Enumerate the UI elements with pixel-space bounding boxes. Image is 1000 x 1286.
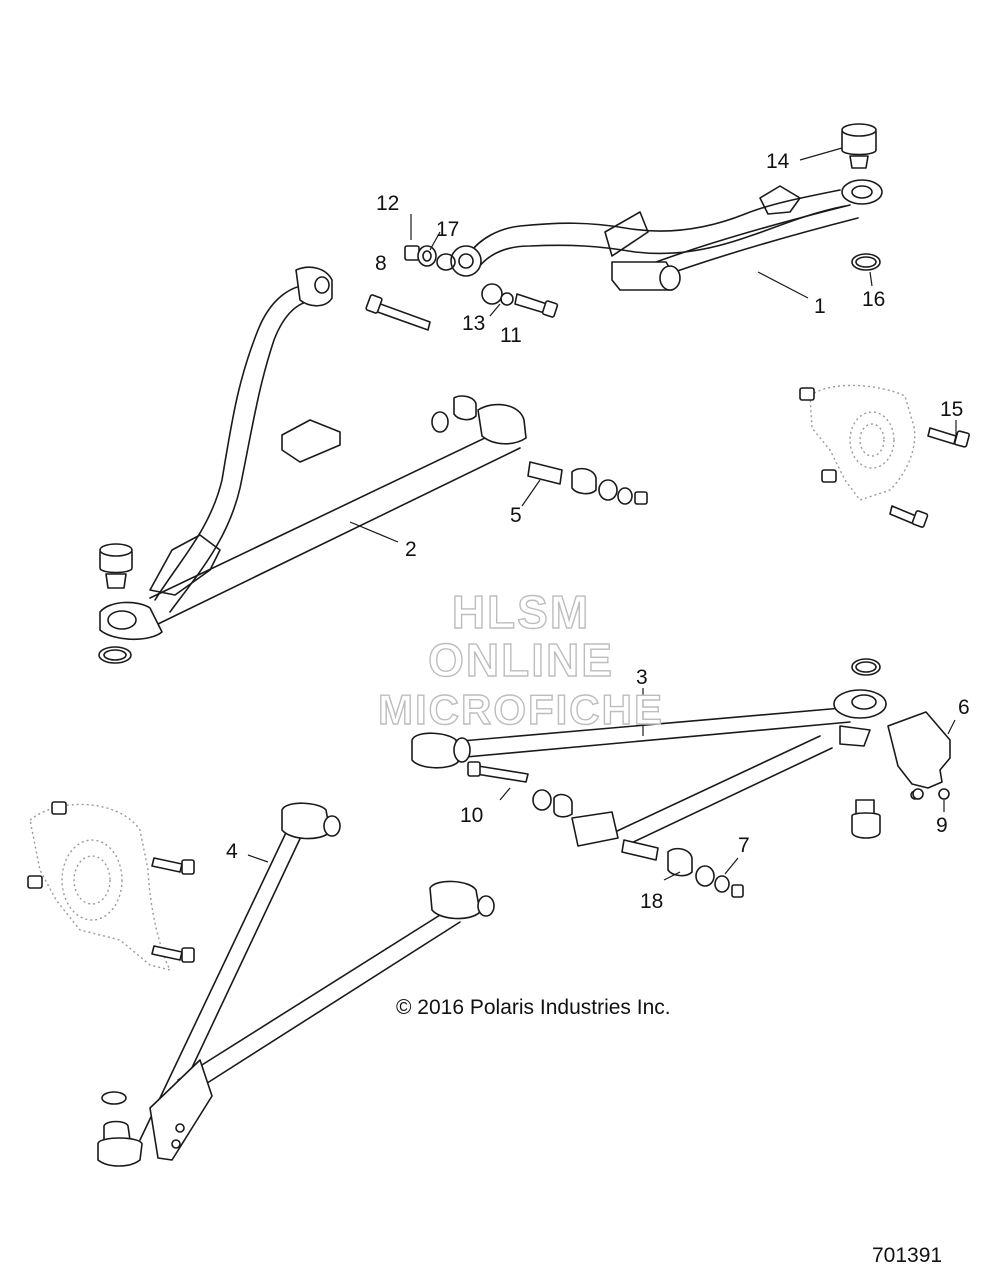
callout-6: 6 [958,696,970,719]
snap-ring-16 [851,253,881,271]
ball-joint-14 [841,123,877,169]
callout-17: 17 [436,218,459,241]
hardware-upper-bolt-set [404,245,559,318]
callout-11: 11 [500,324,522,347]
drawing-number: 701391 [872,1244,942,1267]
watermark-line-1: HLSM [452,586,590,638]
upper-a-arm-right [450,179,883,291]
steering-knuckle-ghost-left [27,801,195,971]
bolts-15 [889,427,970,528]
hardware-left-bolt-set [365,294,648,505]
callout-labels: 1 2 3 4 5 6 7 8 9 10 11 12 13 14 15 16 1… [226,150,970,913]
callout-15: 15 [940,398,963,421]
upper-a-arm-left [99,266,527,641]
ball-joint-right [851,799,881,839]
ball-joint-left [98,543,133,664]
guard-plate-6 [887,711,951,800]
watermark-line-2: ONLINE [428,634,614,686]
callout-12: 12 [376,192,399,215]
callout-18: 18 [640,890,663,913]
callout-10: 10 [460,804,483,827]
lower-a-arm-right [411,658,887,847]
callout-2: 2 [405,538,417,561]
callout-3: 3 [636,666,648,689]
watermark-line-3: MICROFICHE [378,686,664,733]
watermark: HLSM ONLINE MICROFICHE [377,585,664,733]
leader-lines [247,147,957,881]
callout-8: 8 [375,252,387,275]
callout-14: 14 [766,150,790,173]
lower-a-arm-left [97,802,495,1167]
hardware-lower-right-bolt-set [467,761,950,898]
callout-13: 13 [462,312,485,335]
callout-16: 16 [862,288,885,311]
copyright-notice: © 2016 Polaris Industries Inc. [396,996,671,1019]
callout-1: 1 [814,295,826,318]
callout-9: 9 [936,814,948,837]
steering-knuckle-ghost-right [799,384,916,501]
callout-5: 5 [510,504,522,527]
callout-7: 7 [738,834,750,857]
callout-4: 4 [226,840,238,863]
